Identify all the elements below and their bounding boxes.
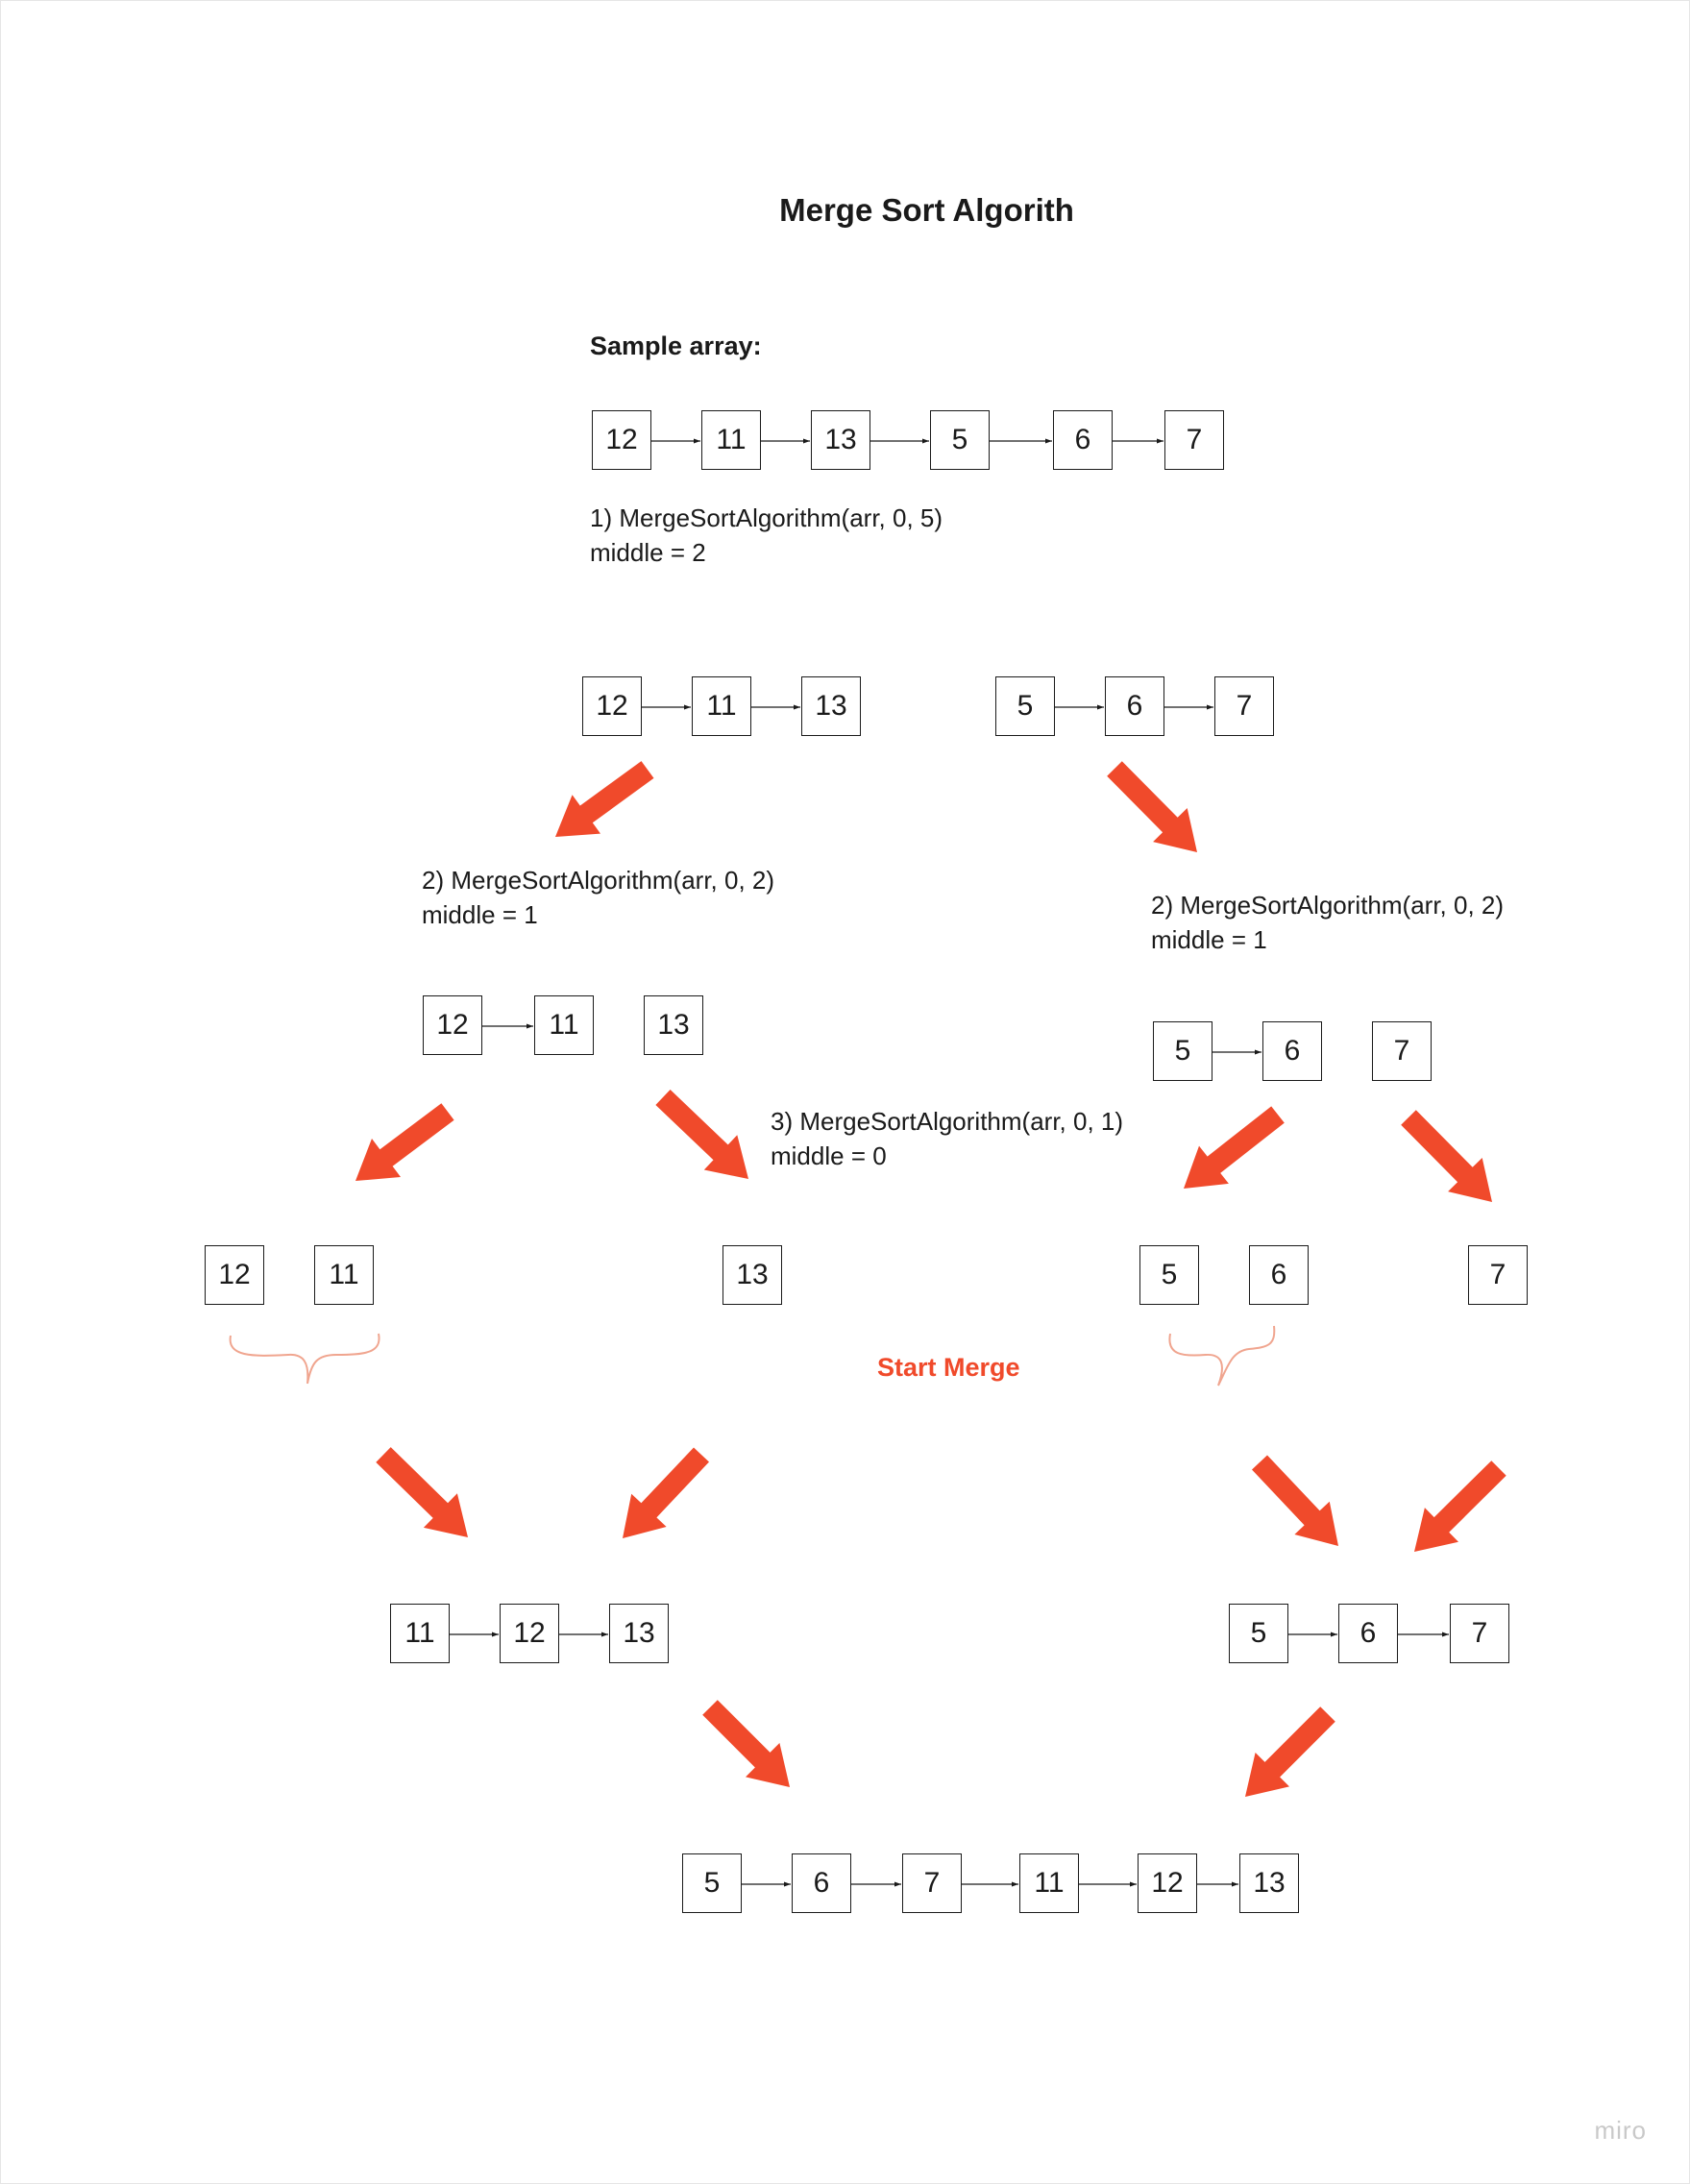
array-cell-split-left-2: 13 (801, 676, 861, 736)
flow-arrow-9 (1414, 1460, 1506, 1552)
step2-left-middle: middle = 1 (422, 900, 538, 929)
array-cell-sample-3: 5 (930, 410, 990, 470)
array-cell-level3-mid-0: 13 (723, 1245, 782, 1305)
array-cell-final-2: 7 (902, 1853, 962, 1913)
flow-arrow-8 (1252, 1455, 1338, 1546)
array-cell-level3-right-pair-0: 5 (1139, 1245, 1199, 1305)
array-cell-final-5: 13 (1239, 1853, 1299, 1913)
flow-arrow-6 (376, 1447, 468, 1537)
flow-arrow-10 (702, 1700, 790, 1787)
array-cell-sample-5: 7 (1164, 410, 1224, 470)
array-cell-final-4: 12 (1138, 1853, 1197, 1913)
step3-call: 3) MergeSortAlgorithm(arr, 0, 1) (771, 1107, 1124, 1136)
array-cell-level3-right-single-0: 7 (1468, 1245, 1528, 1305)
step2-left-call: 2) MergeSortAlgorithm(arr, 0, 2) (422, 866, 775, 895)
array-cell-merged-left-0: 11 (390, 1604, 450, 1663)
step3-middle: middle = 0 (771, 1141, 887, 1170)
array-cell-merged-right-0: 5 (1229, 1604, 1288, 1663)
step2-right-middle: middle = 1 (1151, 925, 1267, 954)
array-cell-level2-left-pair-1: 11 (534, 995, 594, 1055)
array-cell-split-left-1: 11 (692, 676, 751, 736)
start-merge-label: Start Merge (877, 1353, 1020, 1382)
array-cell-split-left-0: 12 (582, 676, 642, 736)
array-cell-level2-right-pair-0: 5 (1153, 1021, 1212, 1081)
flow-arrow-4 (1184, 1106, 1285, 1189)
array-cell-sample-2: 13 (811, 410, 870, 470)
array-cell-split-right-1: 6 (1105, 676, 1164, 736)
array-cell-level3-left-0: 12 (205, 1245, 264, 1305)
step1-middle: middle = 2 (590, 538, 706, 567)
array-cell-level2-left-pair-0: 12 (423, 995, 482, 1055)
array-cell-merged-left-1: 12 (500, 1604, 559, 1663)
flow-arrow-0 (555, 761, 654, 837)
array-cell-level3-right-pair-1: 6 (1249, 1245, 1309, 1305)
merge-brace-right (1168, 1325, 1276, 1386)
step1-call: 1) MergeSortAlgorithm(arr, 0, 5) (590, 503, 943, 532)
array-cell-final-3: 11 (1019, 1853, 1079, 1913)
array-cell-split-right-2: 7 (1214, 676, 1274, 736)
flow-arrow-7 (623, 1447, 709, 1538)
array-cell-merged-right-2: 7 (1450, 1604, 1509, 1663)
array-cell-level2-right-single-0: 7 (1372, 1021, 1432, 1081)
merge-brace-left (229, 1333, 380, 1385)
array-cell-merged-right-1: 6 (1338, 1604, 1398, 1663)
array-cell-sample-1: 11 (701, 410, 761, 470)
array-cell-level2-right-pair-1: 6 (1262, 1021, 1322, 1081)
diagram-title: Merge Sort Algorith (779, 192, 1074, 228)
step2-right-call: 2) MergeSortAlgorithm(arr, 0, 2) (1151, 891, 1505, 920)
array-cell-final-1: 6 (792, 1853, 851, 1913)
sample-array-label: Sample array: (590, 331, 762, 360)
step3-note: 3) MergeSortAlgorithm(arr, 0, 1) middle … (771, 1104, 1123, 1173)
flow-arrow-1 (1107, 761, 1197, 852)
array-cell-level2-left-single-0: 13 (644, 995, 703, 1055)
miro-watermark: miro (1594, 2116, 1647, 2145)
array-cell-final-0: 5 (682, 1853, 742, 1913)
array-cell-sample-4: 6 (1053, 410, 1113, 470)
step1-note: 1) MergeSortAlgorithm(arr, 0, 5) middle … (590, 501, 943, 570)
array-cell-split-right-0: 5 (995, 676, 1055, 736)
flow-arrow-11 (1245, 1706, 1335, 1797)
flow-arrow-2 (355, 1103, 454, 1181)
array-cell-merged-left-2: 13 (609, 1604, 669, 1663)
flow-arrow-3 (655, 1090, 748, 1179)
array-cell-sample-0: 12 (592, 410, 651, 470)
array-cell-level3-left-1: 11 (314, 1245, 374, 1305)
step2-left-note: 2) MergeSortAlgorithm(arr, 0, 2) middle … (422, 863, 774, 932)
flow-arrow-5 (1401, 1110, 1492, 1202)
step2-right-note: 2) MergeSortAlgorithm(arr, 0, 2) middle … (1151, 888, 1504, 957)
